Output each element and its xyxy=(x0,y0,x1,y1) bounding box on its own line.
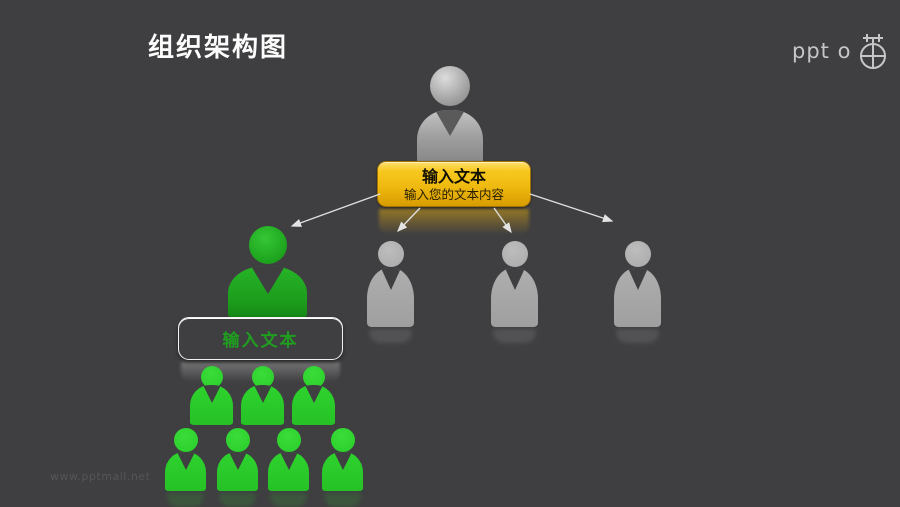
person-head xyxy=(624,241,651,267)
manager-text-button[interactable]: 输入文本 xyxy=(178,317,343,360)
team-member-icon xyxy=(241,366,284,425)
person-head xyxy=(173,428,198,452)
compass-icon xyxy=(860,34,887,69)
leader-text-button[interactable]: 输入文本 输入您的文本内容 xyxy=(377,161,531,207)
person-body xyxy=(367,268,414,327)
team-member-icon xyxy=(268,428,309,491)
staff-person-icon xyxy=(491,241,538,327)
person-body xyxy=(241,385,284,425)
brand-logo: ppt o xyxy=(792,30,890,72)
collar-notch xyxy=(627,268,648,290)
collar-notch xyxy=(435,110,465,136)
person-body xyxy=(292,385,335,425)
collar-notch xyxy=(333,452,352,470)
person-head xyxy=(501,241,528,267)
person-head xyxy=(330,428,355,452)
person-head xyxy=(200,366,223,388)
staff-person-icon xyxy=(614,241,661,327)
collar-notch xyxy=(202,385,221,403)
person-body xyxy=(417,110,483,167)
collar-notch xyxy=(250,266,285,294)
person-head xyxy=(225,428,250,452)
collar-notch xyxy=(228,452,247,470)
gold-button-reflection xyxy=(379,209,529,235)
person-head xyxy=(377,241,404,267)
collar-notch xyxy=(176,452,195,470)
watermark: www.pptmall.net xyxy=(50,470,151,483)
person-head xyxy=(251,366,274,388)
collar-notch xyxy=(504,268,525,290)
person-head xyxy=(302,366,325,388)
leader-text-title: 输入文本 xyxy=(421,166,486,186)
team-member-icon xyxy=(322,428,363,491)
staff-person-icon xyxy=(367,241,414,327)
manager-person-icon xyxy=(228,226,307,318)
person-body xyxy=(217,452,258,491)
team-member-icon xyxy=(165,428,206,491)
collar-notch xyxy=(380,268,401,290)
person-head xyxy=(430,66,470,106)
person-body xyxy=(322,452,363,491)
collar-notch xyxy=(279,452,298,470)
collar-notch xyxy=(304,385,323,403)
person-body xyxy=(228,266,307,318)
collar-notch xyxy=(253,385,272,403)
person-body xyxy=(190,385,233,425)
person-body xyxy=(491,268,538,327)
team-member-icon xyxy=(190,366,233,425)
person-head xyxy=(276,428,301,452)
leader-person-icon xyxy=(417,66,483,167)
team-member-icon xyxy=(217,428,258,491)
brand-logo-text: ppt o xyxy=(792,38,852,63)
person-head xyxy=(248,226,287,264)
manager-text-title: 输入文本 xyxy=(222,331,299,351)
leader-text-subtitle: 输入您的文本内容 xyxy=(403,186,504,202)
person-body xyxy=(268,452,309,491)
team-member-icon xyxy=(292,366,335,425)
person-body xyxy=(614,268,661,327)
page-title: 组织架构图 xyxy=(148,33,289,63)
person-body xyxy=(165,452,206,491)
